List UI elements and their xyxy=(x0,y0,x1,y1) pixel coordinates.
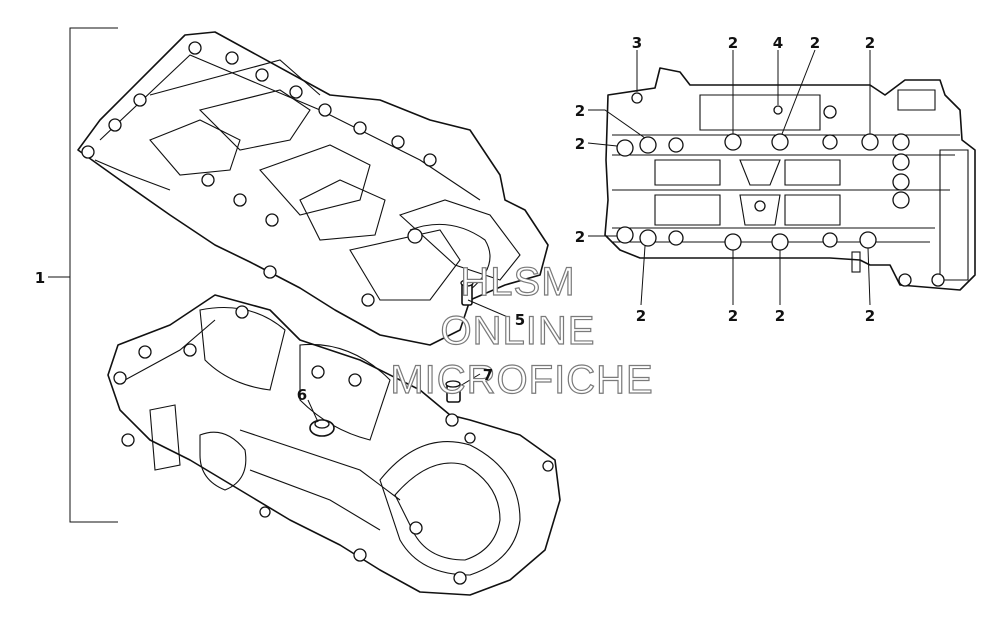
callout-2: 2 xyxy=(575,228,585,246)
callout-2: 2 xyxy=(575,135,585,153)
callout-2: 2 xyxy=(865,307,875,325)
pin-part-7 xyxy=(445,380,461,403)
watermark: HLSM ONLINE MICROFICHE xyxy=(390,259,654,402)
callout-2: 2 xyxy=(775,307,785,325)
callout-6: 6 xyxy=(297,386,307,404)
callout-1: 1 xyxy=(35,269,45,287)
watermark-line-1: HLSM xyxy=(460,260,575,304)
callout-2: 2 xyxy=(810,34,820,52)
lower-crankcase xyxy=(107,294,561,596)
callout-3: 3 xyxy=(632,34,642,52)
callout-4: 4 xyxy=(773,34,783,52)
bushing-part-6 xyxy=(309,419,335,437)
callout-labels: 1 3 2 4 2 2 2 2 2 2 2 2 2 5 6 7 xyxy=(35,34,875,404)
callout-2: 2 xyxy=(575,102,585,120)
assembly-bracket xyxy=(48,27,118,523)
callout-2: 2 xyxy=(636,307,646,325)
watermark-line-2: ONLINE xyxy=(441,309,596,353)
crankcase-bottom-view xyxy=(604,67,976,291)
upper-crankcase xyxy=(77,31,549,346)
callout-2: 2 xyxy=(865,34,875,52)
callout-2: 2 xyxy=(728,34,738,52)
leader-lines xyxy=(307,49,871,423)
callout-7: 7 xyxy=(483,366,493,384)
pin-part-5 xyxy=(460,279,474,306)
callout-5: 5 xyxy=(515,311,525,329)
watermark-line-3: MICROFICHE xyxy=(390,358,653,402)
callout-2: 2 xyxy=(728,307,738,325)
